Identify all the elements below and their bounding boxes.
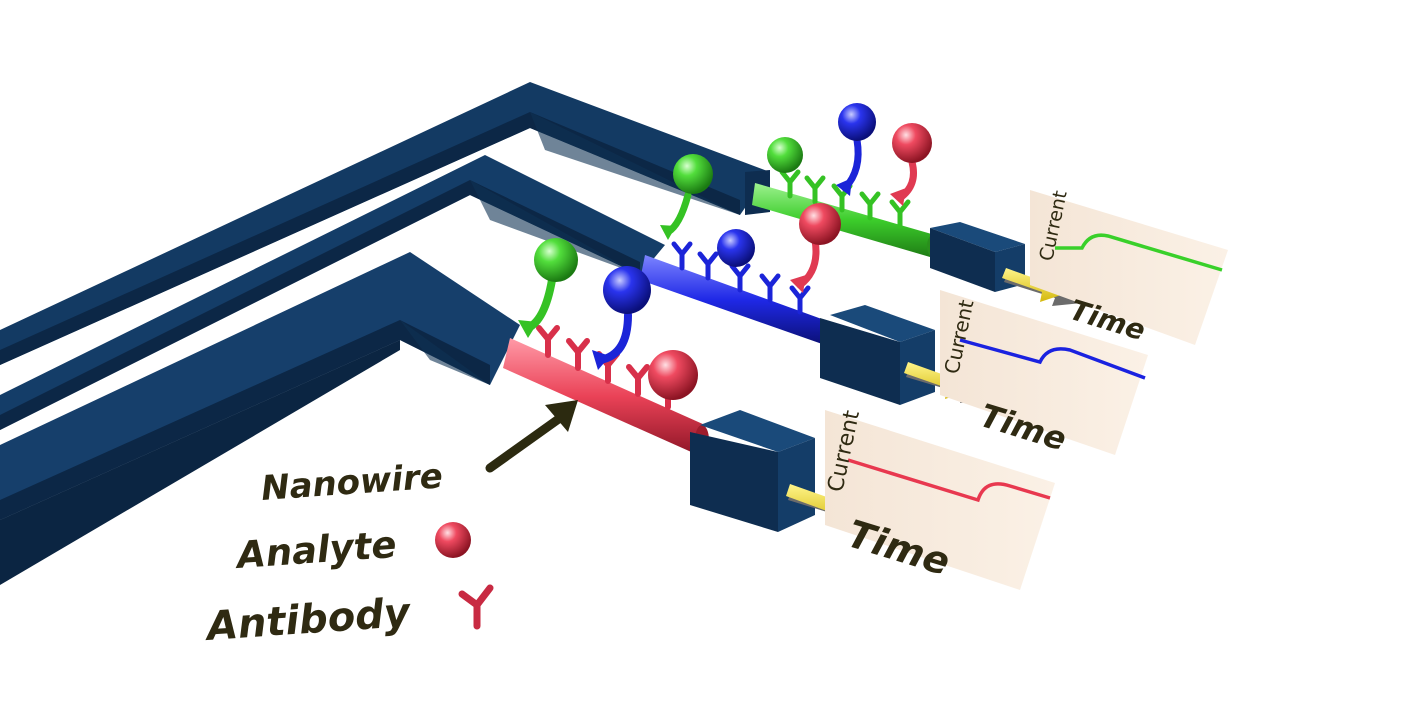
analyte-green [767,137,803,173]
pointer-arrow-icon [485,400,578,473]
arrowhead [518,320,538,338]
analyte-green [534,238,578,282]
trace-blue [959,338,1146,380]
arrowhead [660,225,676,240]
analyte-green [673,154,713,194]
legend-nanowire: Nanowire [260,456,444,509]
sphere-icon [435,522,471,558]
channel-middle [0,155,665,430]
analyte-blue [717,229,755,267]
analyte-red [648,350,698,400]
arrowhead [592,350,610,370]
channel-front [0,252,520,585]
trace-green [1055,233,1223,272]
contact-block-blue [820,305,935,405]
legend-analyte: Analyte [233,523,398,577]
analyte-blue [603,266,651,314]
contact-block-red [690,410,815,532]
arrowhead [890,188,906,206]
trace-red [847,458,1051,503]
analyte-group [518,103,932,400]
curved-arrow [524,276,556,332]
legend-antibody: Antibody [202,590,413,650]
graph-panel-red [825,410,1055,590]
antibody [671,241,811,315]
arrowhead [836,178,852,196]
antibody [779,169,911,229]
legend: Nanowire Analyte Antibody [202,400,578,650]
curved-arrow [596,311,632,364]
analyte-blue [838,103,876,141]
graph-panel-green [1030,190,1228,345]
arrowhead [790,275,806,293]
y-antibody-icon [458,584,494,630]
analyte-red [892,123,932,163]
graph-panel-blue [940,290,1148,455]
analyte-red [799,203,841,245]
